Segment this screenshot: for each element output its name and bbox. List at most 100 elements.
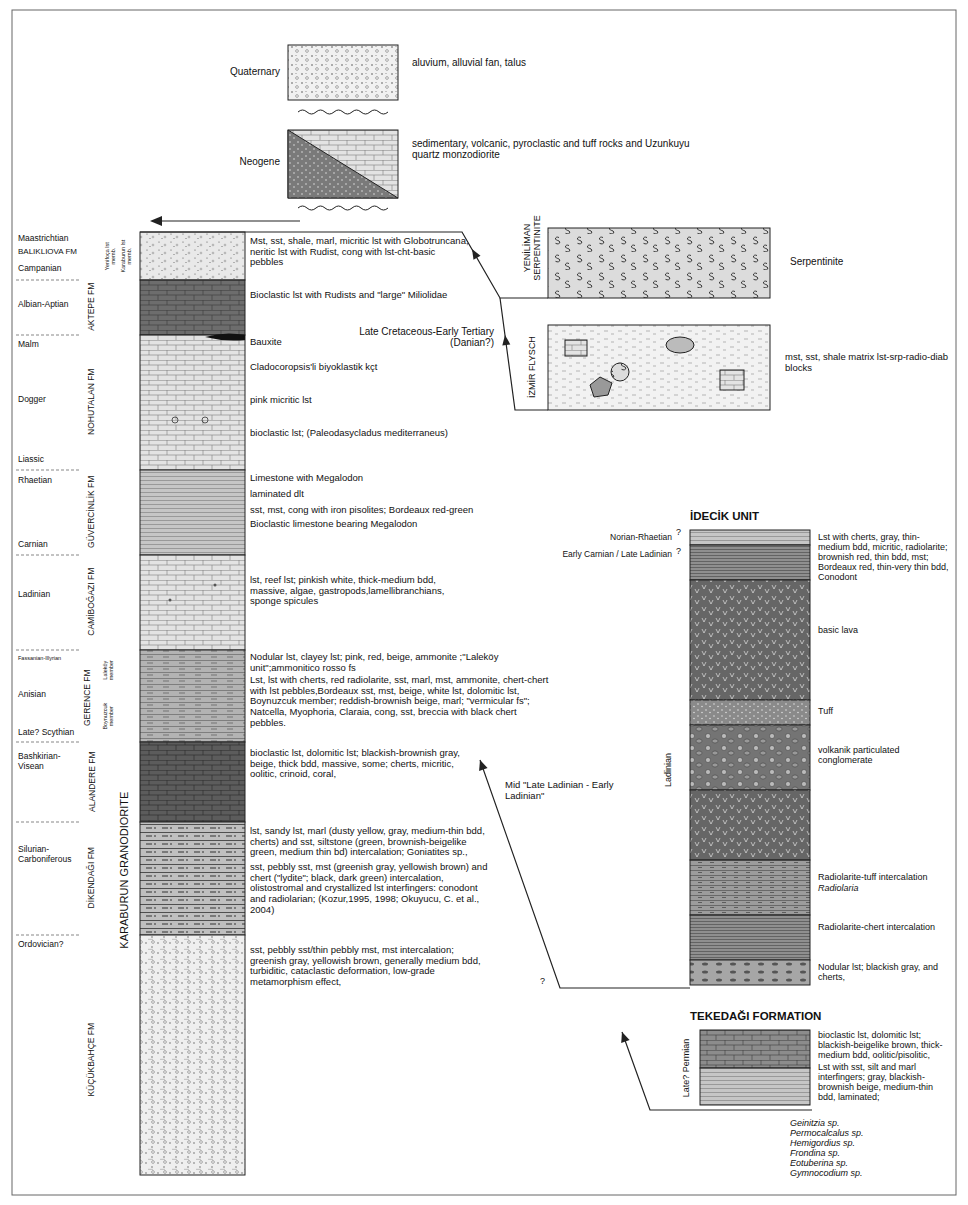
description: Bauxite [250,337,330,348]
description: sst, pebbly sst, mst (greenish gray, yel… [250,862,490,915]
cover-units [288,130,398,198]
column-detail [214,584,217,587]
member-name: Boynuzcuk member [102,696,114,736]
cover-units [288,130,398,198]
nappe-unit [690,700,810,725]
age-label: Early Carnian / Late Ladinian [532,550,672,560]
column-detail [172,417,178,423]
formation-band: Fassanian-IllyrianAnisianLate? ScythianG… [140,650,245,742]
description: bioclastic lst, dolomitic lst; blackish-… [250,748,465,780]
formation-band: LadinianCAMİBOĞAZI FMlst, reef lst; pink… [140,555,245,650]
transport-arrow [150,216,162,226]
age-label: Liassic [18,455,78,465]
description: Radiolarite-chert intercalation [818,922,950,932]
age-label: Mid "Late Ladinian - Early Ladinian" [505,780,635,801]
formation-band: RhaetianCarnianGÜVERCİNLİK FMLimestone w… [140,470,245,555]
description: aluvium, alluvial fan, talus [412,57,537,68]
column-band [140,555,245,650]
description: Lst, lst with cherts, red radiolarite, s… [250,675,550,728]
nappe-unit [690,915,810,960]
nappe-unit [611,363,629,381]
query-mark: ? [676,546,686,556]
cover-units [288,45,398,100]
description: Limestone with Megalodon [250,473,490,484]
age-boundary [16,822,80,823]
thrust-arrowhead [472,249,481,260]
description: Nodular lst; blackish gray, and cherts, [818,962,950,982]
description: Tuff [818,706,950,716]
column-detail [169,333,246,601]
age-boundary [16,555,80,556]
member-name: Yenifoça lst memb. [104,233,116,279]
nappe-unit [700,1030,810,1068]
age-label: Silurian-Carboniferous [18,845,80,864]
thrust-fault [500,298,548,410]
column-band [140,232,245,280]
description: laminated dlt [250,489,490,500]
thrust-arrowhead [502,335,510,345]
column-band [140,650,245,742]
fossil-name: Eotuberina sp. [790,1158,910,1168]
age-label: Carnian [18,540,78,550]
description: Nodular lst, clayey lst; pink, red, beig… [250,652,550,673]
sediment-box: Neogenesedimentary, volcanic, pyroclasti… [288,130,398,198]
description: Bioclastic lst with Rudists and "large" … [250,290,470,301]
description: Mst, sst, shale, marl, micritic lst with… [250,236,470,268]
unit-title: TEKEDAĞI FORMATION [690,1010,890,1023]
age-label: Norian-Rhaetian [572,533,672,543]
description: mst, sst, shale matrix lst-srp-radio-dia… [785,352,950,373]
age-label: Late? Permian [681,1033,691,1103]
column-band [140,470,245,555]
cover-units [298,110,388,114]
formation-band: MalmDoggerLiassicNOHUTALAN FMBauxiteClad… [140,335,245,470]
formation-band: Silurian-CarboniferousDİKENDAĞI FMlst, s… [140,822,245,935]
member-name: Laleköy member [102,650,114,690]
thrust-arrowhead [472,249,630,1043]
unit-title: İDECİK UNIT [690,510,840,523]
cover-units [288,45,398,210]
age-boundary [16,935,80,936]
age-boundary [16,280,80,281]
nappe-unit [548,228,770,298]
nappe-unit [548,228,810,1105]
transport-arrow [160,220,300,221]
age-label: Late Cretaceous-Early Tertiary (Danian?) [319,326,494,348]
description: basic lava [818,625,950,635]
description: sedimentary, volcanic, pyroclastic and t… [412,138,712,160]
column-detail [169,599,172,602]
description: lst, sandy lst, marl (dusty yellow, gray… [250,826,485,858]
age-label: Maastrichtian [18,234,98,244]
thrust-fault [480,760,690,988]
nappe-unit [720,370,744,390]
era-label: Neogene [190,156,280,167]
age-label: Late? Scythian [18,728,90,738]
thrust-arrowhead [479,760,488,771]
cover-units [298,206,388,210]
description: Radiolarite-tuff intercalation [818,872,950,882]
column-band [140,335,245,470]
column-detail [205,333,245,340]
formation-name: DİKENDAĞI FM [87,833,97,923]
nappe-unit [548,325,770,410]
formation-band: Bashkirian-ViseanALANDERE FMbioclastic l… [140,742,245,822]
nappe-box: YENİLİMAN SERPENTINITESerpentinite [548,228,770,298]
description: Serpentinite [790,256,900,267]
description: Lst with cherts, gray, thin-medium bdd, … [818,532,950,582]
nappe-unit [690,960,810,985]
nappe-unit [666,337,694,353]
formation-name: AKTEPE FM [87,277,97,337]
age-label: Campanian [18,264,98,274]
member-name: Karaburun lst memb. [120,233,132,279]
nappe-unit [690,860,810,915]
age-label: Fassanian-Illyrian [18,655,88,661]
query-mark: ? [676,527,686,537]
formation-name: NOHUTALAN FM [87,347,97,457]
column-band [140,280,245,335]
description: Lst with sst, silt and marl interfingers… [818,1062,950,1102]
age-label: Anisian [18,690,78,700]
fossil-name: Geinitzia sp. [790,1118,910,1128]
age-label: Albian-Aptian [18,300,93,310]
formation-name: ALANDERE FM [87,744,97,819]
